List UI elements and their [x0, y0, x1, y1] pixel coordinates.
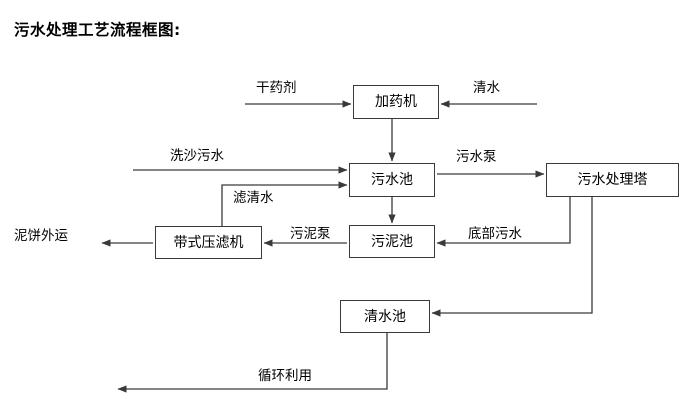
terminal-label-mud-cake-out: 泥饼外运 [14, 228, 68, 244]
edge-label-dry-chemical: 干药剂 [256, 80, 297, 96]
edge-label-recycle-reuse: 循环利用 [258, 368, 312, 384]
node-treatment-tower[interactable]: 污水处理塔 [546, 163, 679, 197]
edge-label-sludge-pump: 污泥泵 [290, 226, 331, 242]
edge-label-clean-water: 清水 [473, 80, 500, 96]
node-label: 加药机 [375, 94, 417, 110]
node-dosing-machine[interactable]: 加药机 [353, 85, 439, 119]
edge-label-filtered-water: 滤清水 [233, 190, 274, 206]
wire-clear-water-pool-to-recycle [117, 333, 388, 393]
node-sludge-pool[interactable]: 污泥池 [349, 225, 435, 258]
node-label: 污水池 [371, 172, 413, 188]
node-clear-water-pool[interactable]: 清水池 [340, 300, 430, 333]
edge-label-bottom-wastewater: 底部污水 [468, 226, 522, 242]
node-label: 污泥池 [371, 233, 413, 250]
edge-label-sand-wash-water: 洗沙污水 [170, 148, 224, 164]
page-title: 污水处理工艺流程框图: [14, 21, 181, 39]
node-wastewater-pool[interactable]: 污水池 [349, 163, 435, 197]
node-belt-filter-press[interactable]: 带式压滤机 [155, 226, 262, 259]
edge-label-wastewater-pump: 污水泵 [456, 149, 497, 165]
node-label: 带式压滤机 [173, 234, 244, 251]
wire-tower-to-clear-water-pool [431, 197, 593, 317]
node-label: 清水池 [364, 308, 406, 325]
node-label: 污水处理塔 [577, 172, 648, 188]
